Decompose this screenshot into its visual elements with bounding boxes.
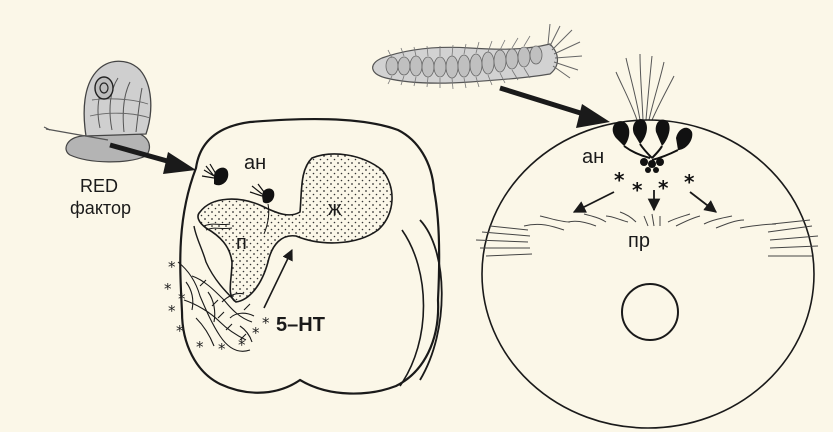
marker-star: * [218, 342, 226, 357]
marker-star: * [178, 292, 186, 307]
marker-star: * [164, 282, 172, 297]
polychaete-worm-icon [373, 24, 582, 89]
red-factor-label-line1: RED [80, 176, 118, 197]
mouth-circle [622, 284, 678, 340]
pharynx-label: п [236, 232, 247, 255]
marker-star: * [262, 316, 270, 331]
marker-star: * [252, 326, 260, 341]
marker-star: * [176, 324, 184, 339]
apical-organ-right [613, 119, 693, 173]
worm-signal-arrow [500, 88, 610, 128]
serotonin-label: 5–НТ [276, 314, 325, 337]
prototroch-arrows [574, 190, 716, 212]
apical-organ-label-right: ан [582, 146, 604, 169]
apical-organ-label-left: ан [244, 152, 266, 175]
marker-star: * [238, 338, 246, 353]
marker-star: * [196, 340, 204, 355]
marker-star: * [632, 180, 642, 200]
marker-star: * [684, 172, 694, 192]
marker-star: * [658, 178, 668, 198]
snail-icon [44, 61, 151, 162]
marker-star: * [614, 170, 624, 190]
prototroch-label: пр [628, 230, 650, 253]
apical-tuft [616, 54, 674, 120]
red-factor-label-line2: фактор [70, 198, 131, 219]
stomach-label: ж [328, 198, 341, 221]
trochophore-body [482, 120, 814, 428]
marker-star: * [168, 304, 176, 319]
marker-star: * [168, 260, 176, 275]
